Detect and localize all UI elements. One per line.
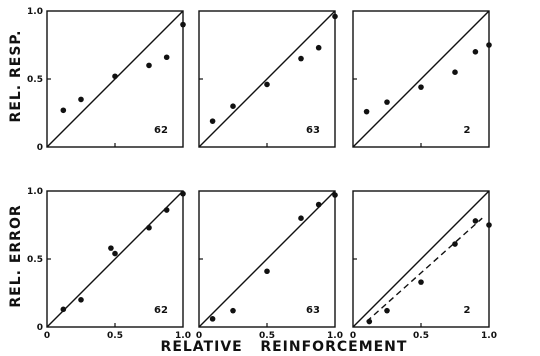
data-point <box>384 307 390 314</box>
x-tick-label: 1.0 <box>481 331 497 341</box>
data-point <box>209 316 216 322</box>
y-tick-label: 0.5 <box>27 255 43 265</box>
data-point <box>78 96 84 103</box>
panel-subject-label: 2 <box>464 125 471 136</box>
panel-4: 0 0.5 1.0 0 0.5 1.0 62 <box>27 187 191 341</box>
x-tick-label: 0 <box>350 331 356 341</box>
data-point <box>418 279 424 285</box>
x-tick-label: 0.5 <box>259 331 275 341</box>
data-point <box>452 69 458 75</box>
data-point <box>209 118 216 124</box>
y-tick-label: 0 <box>37 323 43 333</box>
data-point <box>163 54 170 61</box>
panel-subject-label: 2 <box>464 305 471 316</box>
y-tick-label: 0 <box>37 143 43 153</box>
panel-5: 0 0.5 1.0 63 <box>196 190 343 341</box>
data-point <box>384 99 390 105</box>
data-point <box>363 108 370 115</box>
data-point <box>163 207 170 213</box>
data-point <box>60 306 67 313</box>
x-tick-label: 0.5 <box>107 331 123 341</box>
fit-line <box>366 217 483 323</box>
identity-line <box>352 10 490 148</box>
y-tick-label: 1.0 <box>27 7 43 17</box>
data-point <box>112 250 118 257</box>
data-point <box>315 44 322 51</box>
x-tick-label: 0 <box>196 331 202 341</box>
panel-subject-label: 62 <box>154 125 168 136</box>
data-point <box>472 218 479 224</box>
y-axis-label-bottom: REL. ERROR <box>8 204 24 307</box>
panel-subject-label: 63 <box>306 305 320 316</box>
x-tick-label: 1.0 <box>175 331 191 341</box>
data-point <box>146 224 152 231</box>
data-point <box>472 49 479 55</box>
y-tick-label: 1.0 <box>27 187 43 197</box>
data-point <box>78 297 84 303</box>
x-axis-label: RELATIVE REINFORCEMENT <box>161 339 408 355</box>
data-point <box>230 307 236 314</box>
panel-subject-label: 62 <box>154 305 168 316</box>
data-point <box>180 190 186 197</box>
data-point <box>230 103 236 109</box>
data-point <box>264 81 270 88</box>
y-tick-label: 0.5 <box>27 75 43 85</box>
data-point <box>180 21 186 28</box>
data-point <box>60 107 67 114</box>
data-point <box>146 62 152 69</box>
data-point <box>366 318 373 325</box>
data-point <box>112 73 118 80</box>
x-tick-label: 0.5 <box>413 331 429 341</box>
data-point <box>264 268 270 275</box>
x-tick-label: 1.0 <box>327 331 343 341</box>
x-tick-label: 0 <box>44 331 50 341</box>
identity-line <box>198 190 336 328</box>
data-point <box>298 55 304 62</box>
identity-line <box>352 190 490 328</box>
data-point <box>108 245 114 251</box>
panel-1: 0 0.5 1.0 62 <box>27 7 186 153</box>
panel-2: 63 <box>198 10 338 148</box>
data-point <box>418 84 424 90</box>
data-point <box>332 13 338 20</box>
panel-subject-label: 63 <box>306 125 320 136</box>
data-point <box>298 215 304 221</box>
panel-3: 2 <box>352 10 492 148</box>
identity-line <box>46 190 184 328</box>
data-point <box>332 192 338 198</box>
data-point <box>452 241 458 247</box>
data-point <box>486 42 492 48</box>
data-point <box>486 222 492 228</box>
data-point <box>315 201 322 208</box>
identity-line <box>198 10 336 148</box>
y-axis-label-top: REL. RESP. <box>8 30 24 123</box>
panels-group: 0 0.5 1.0 62 63 2 0 0.5 1.0 0 0.5 1.0 62 0 0.5 1.0 63 0 0.… <box>27 7 497 341</box>
panel-6: 0 0.5 1.0 2 <box>350 190 497 341</box>
